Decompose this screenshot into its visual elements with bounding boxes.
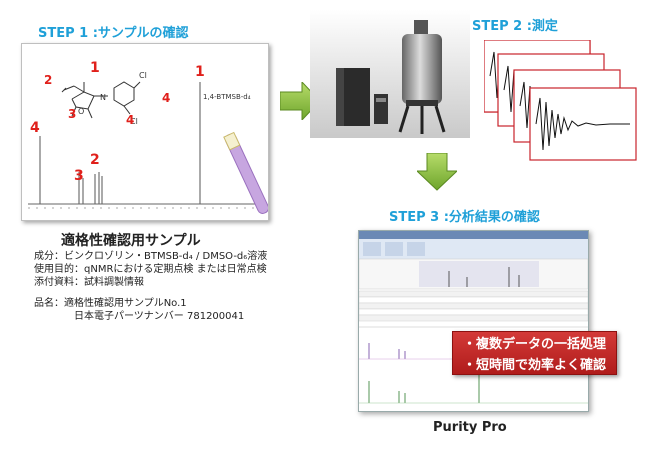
step2-title: STEP 2 :測定 bbox=[472, 19, 558, 34]
n-atom-label: N bbox=[100, 93, 106, 102]
product-name: 品名：適格性確認用サンプルNo.1 bbox=[34, 298, 187, 309]
fid-signal-icon bbox=[483, 39, 637, 161]
purity-pro-screenshot bbox=[358, 230, 589, 412]
purity-pro-window bbox=[359, 231, 588, 404]
cl-bottom-label: Cl bbox=[130, 117, 138, 126]
spectrum-peak-label-3: 3 bbox=[74, 168, 84, 184]
reference-compound-label: 1,4-BTMSB-d₄ bbox=[203, 93, 251, 101]
fid-stack bbox=[483, 39, 644, 180]
molecule-label-3: 3 bbox=[68, 107, 76, 121]
molecule-label-4a: 4 bbox=[162, 91, 170, 105]
spectrum-peak-label-2: 2 bbox=[90, 152, 100, 168]
step1-spectrum-figure: N O Cl Cl 1 2 3 4 4 1,4-BTMSB-d₄ 1 2 3 4 bbox=[28, 60, 270, 214]
product-info-block: 品名：適格性確認用サンプルNo.1 日本電子パーツナンバー 781200041 bbox=[34, 297, 244, 323]
sample-info-block: 成分：ビンクロゾリン・BTMSB-d₄ / DMSO-d₆溶液 使用目的：qNM… bbox=[34, 250, 267, 289]
feature-batch-processing: ・複数データの一括処理 bbox=[463, 337, 607, 352]
o-ring-label: O bbox=[78, 107, 84, 116]
vinclozolin-structure bbox=[61, 81, 141, 119]
feature-callout: ・複数データの一括処理 ・短時間で効率よく確認 bbox=[452, 331, 618, 375]
console-cabinet-icon bbox=[336, 68, 388, 126]
sample-caption: 適格性確認用サンプル bbox=[61, 233, 201, 249]
spectrum-peaks bbox=[39, 82, 201, 204]
molecule-label-4b: 4 bbox=[126, 113, 134, 127]
step1-title: STEP 1 :サンプルの確認 bbox=[38, 26, 189, 41]
step1-sample-card: N O Cl Cl 1 2 3 4 4 1,4-BTMSB-d₄ 1 2 3 4 bbox=[21, 43, 270, 221]
sample-info-line: 成分：ビンクロゾリン・BTMSB-d₄ / DMSO-d₆溶液 bbox=[34, 251, 268, 262]
feature-fast-check: ・短時間で効率よく確認 bbox=[463, 358, 607, 373]
spectrum-peak-label-1: 1 bbox=[195, 64, 205, 80]
molecule-label-2: 2 bbox=[44, 73, 52, 87]
arrow-down-icon bbox=[417, 153, 457, 191]
nmr-tube-icon bbox=[223, 131, 270, 214]
nmr-magnet-icon bbox=[398, 20, 446, 134]
cl-top-label: Cl bbox=[139, 71, 147, 80]
spectrum-peak-label-4: 4 bbox=[30, 120, 40, 136]
step3-title: STEP 3 :分析結果の確認 bbox=[389, 210, 540, 225]
sample-info-line: 添付資料：試料調製情報 bbox=[34, 277, 144, 288]
molecule-label-1: 1 bbox=[90, 60, 100, 76]
product-part-number: 日本電子パーツナンバー 781200041 bbox=[74, 311, 245, 322]
purity-pro-caption: Purity Pro bbox=[433, 420, 507, 435]
nmr-instrument-photo bbox=[310, 10, 470, 138]
sample-info-line: 使用目的：qNMRにおける定期点検 または日常点検 bbox=[34, 264, 267, 275]
